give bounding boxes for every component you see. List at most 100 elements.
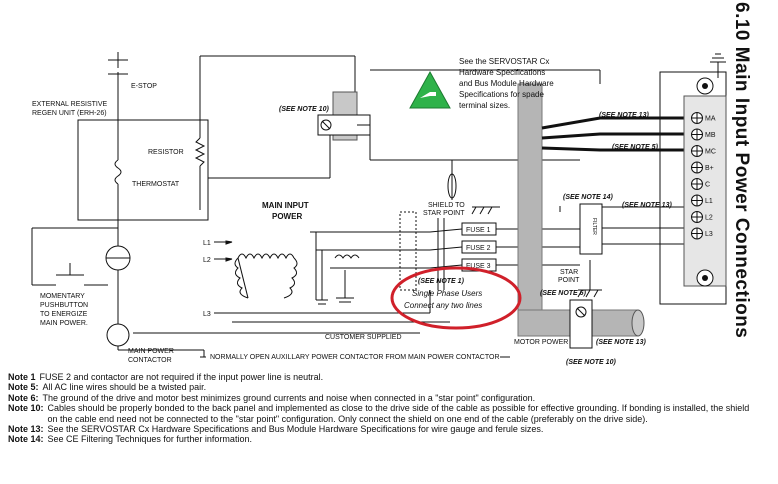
see-note-14: (SEE NOTE 14) (563, 194, 613, 201)
momentary-label-1: MOMENTARY (40, 293, 85, 300)
terminal-c: C (691, 178, 710, 190)
note-label: Note 1 (8, 372, 36, 382)
note-item: Note 6:The ground of the drive and motor… (8, 393, 750, 403)
momentary-label-4: MAIN POWER. (40, 320, 88, 327)
line-l3-label: L3 (203, 311, 211, 318)
wye-transformer (334, 254, 360, 303)
callout-line-1: See the SERVOSTAR Cx (459, 57, 549, 66)
see-note-13-mid: (SEE NOTE 13) (622, 202, 672, 209)
single-phase-highlight (390, 266, 522, 330)
no-aux-contactor-label: NORMALLY OPEN AUXILLARY POWER CONTACTOR … (210, 354, 500, 361)
terminal-label: B+ (705, 165, 714, 172)
contactor-label-1: MAIN POWER (128, 348, 174, 355)
top-ground (710, 53, 726, 78)
note-text: See the SERVOSTAR Cx Hardware Specificat… (47, 424, 544, 435)
callout-line-3: and Bus Module Hardware (459, 79, 554, 88)
shield-wrap (399, 211, 417, 291)
note-item: Note 14:See CE Filtering Techniques for … (8, 434, 750, 444)
note-item: Note 5:All AC line wires should be a twi… (8, 382, 750, 392)
terminal-label: L2 (705, 215, 713, 222)
terminal-label: MB (705, 132, 716, 139)
star-point-label-1: STAR (560, 269, 578, 276)
line-l1-label: L1 (203, 240, 211, 247)
note-label: Note 13: (8, 424, 44, 435)
callout-pointer-icon (409, 70, 451, 109)
terminal-l1: L1 (691, 194, 713, 207)
motor-power-label: MOTOR POWER (514, 339, 568, 346)
note-text: The ground of the drive and motor best m… (42, 392, 536, 403)
see-note-13-top: (SEE NOTE 13) (599, 112, 649, 119)
terminal-label: L1 (705, 198, 713, 205)
terminal-block (659, 71, 727, 305)
note-text: Cables should be properly bonded to the … (47, 403, 750, 424)
momentary-label-2: PUSHBUTTON (40, 302, 88, 309)
terminal-l2: L2 (691, 211, 713, 223)
terminal-ma: MA (691, 112, 716, 124)
shield-label-2: STAR POINT (423, 210, 465, 217)
see-note-10-top: (SEE NOTE 10) (279, 106, 329, 113)
fuse-1-label: FUSE 1 (466, 227, 491, 234)
note-item: Note 10:Cables should be properly bonded… (8, 403, 750, 424)
note-item: Note 13:See the SERVOSTAR Cx Hardware Sp… (8, 424, 750, 434)
fuse-2-label: FUSE 2 (466, 245, 491, 252)
contactor-label-2: CONTACTOR (128, 357, 172, 364)
terminal-label: MA (705, 116, 716, 123)
thermostat-symbol (114, 159, 122, 240)
see-note-5: (SEE NOTE 5) (612, 144, 659, 151)
line-filter (579, 203, 603, 255)
see-note-1: (SEE NOTE 1) (418, 278, 465, 285)
note-label: Note 6: (8, 392, 39, 403)
line-l2-label: L2 (203, 257, 211, 264)
main-input-power-label-1: MAIN INPUT (262, 201, 309, 210)
section-title: 6.10 Main Input Power Connections (731, 2, 752, 339)
star-point-label-2: POINT (558, 277, 580, 284)
note-label: Note 14: (8, 434, 44, 445)
filter-label: FILTER (591, 218, 597, 235)
terminal-label: C (705, 182, 710, 189)
customer-supplied-label: CUSTOMER SUPPLIED (325, 334, 402, 341)
terminal-mb: MB (691, 128, 716, 141)
shield-ground (447, 160, 500, 215)
estop-label: E-STOP (131, 83, 157, 90)
terminal-l3: L3 (691, 227, 713, 240)
callout-line-5: terminal sizes. (459, 101, 510, 110)
note-text: See CE Filtering Techniques for further … (47, 434, 252, 445)
note-text: All AC line wires should be a twisted pa… (42, 382, 207, 393)
regen-label-2: REGEN UNIT (ERH-26) (32, 110, 107, 117)
estop-switch (108, 52, 128, 145)
callout-line-2: Hardware Specifications (459, 68, 545, 77)
main-input-power-label-2: POWER (272, 212, 302, 221)
single-phase-line-2: Connect any two lines (404, 301, 482, 310)
delta-transformer (234, 253, 298, 299)
input-lines (214, 231, 430, 314)
see-note-13-bottom: (SEE NOTE 13) (596, 339, 646, 346)
single-phase-line-1: Single Phase Users (412, 289, 482, 298)
momentary-label-3: TO ENERGIZE (40, 311, 88, 318)
note-label: Note 5: (8, 382, 39, 393)
thermostat-label: THERMOSTAT (132, 181, 180, 188)
shield-label-1: SHIELD TO (428, 202, 465, 209)
fuse-3-label: FUSE 3 (466, 263, 491, 270)
control-loop (31, 145, 420, 357)
note-text: FUSE 2 and contactor are not required if… (39, 372, 324, 382)
resistor-symbol (194, 55, 356, 210)
resistor-label: RESISTOR (148, 149, 184, 156)
see-note-10-bottom: (SEE NOTE 10) (566, 359, 616, 366)
regen-unit-box (77, 119, 209, 221)
terminal-label: L3 (705, 231, 713, 238)
terminal-bplus: B+ (691, 161, 714, 174)
main-power-contactor-coil (106, 323, 130, 347)
regen-label-1: EXTERNAL RESISTIVE (32, 101, 108, 108)
fuse-wires (429, 218, 580, 313)
terminal-mc: MC (691, 145, 716, 157)
star-point-ground (577, 260, 602, 298)
ground-symbol-input (316, 299, 328, 305)
callout-line-4: Specifications for spade (459, 90, 544, 99)
see-note-6: (SEE NOTE 6) (540, 290, 587, 297)
terminal-label: MC (705, 149, 716, 156)
